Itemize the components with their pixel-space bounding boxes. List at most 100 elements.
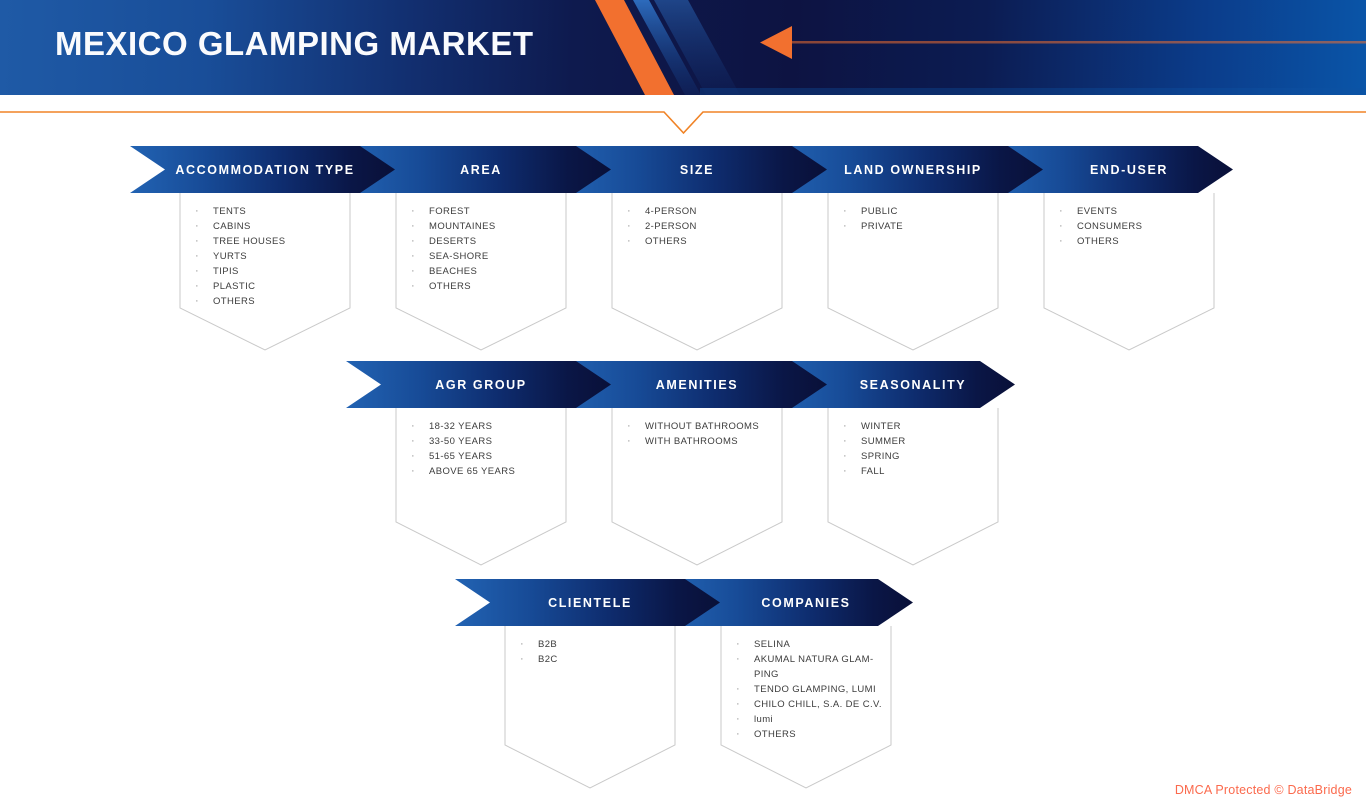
bullet-icon [180,249,213,264]
blue-streak [633,0,701,95]
list-item: 51-65 YEARS [396,449,566,464]
pennant-end-user [1043,193,1215,351]
bullet-icon [396,234,429,249]
bullet-icon [828,434,861,449]
list-item: SEA-SHORE [396,249,566,264]
bullet-icon [612,234,645,249]
category-list-accommodation-type: TENTSCABINSTREE HOUSESYURTSTIPISPLASTICO… [180,196,350,309]
list-item-label: DESERTS [429,236,477,247]
arrow-left-icon [760,26,792,59]
header-decor-stripes [595,0,1366,95]
list-item: WITHOUT BATHROOMS [612,419,782,434]
bullet-icon [396,219,429,234]
list-item-label: OTHERS [429,281,471,292]
list-item-label: MOUNTAINES [429,221,496,232]
bullet-icon [1044,219,1077,234]
pennant-amenities [611,408,783,566]
ribbon-end-user: END-USER [994,146,1233,193]
pennant-agr-group [395,408,567,566]
blue-streak [654,0,740,95]
bullet-icon [396,279,429,294]
list-item: AKUMAL NATURA GLAM- PING [721,652,891,682]
category-list-land-ownership: PUBLICPRIVATE [828,196,998,234]
list-item-label: YURTS [213,251,248,262]
arrow-tail-line [791,41,1366,44]
list-item: TENDO GLAMPING, LUMI [721,682,891,697]
bullet-icon [396,419,429,434]
category-list-end-user: EVENTS CONSUMERS OTHERS [1044,196,1214,249]
list-item: SUMMER [828,434,998,449]
bullet-icon [180,264,213,279]
list-item-label: WITH BATHROOMS [645,436,739,447]
list-item: WITH BATHROOMS [612,434,782,449]
bullet-icon [721,712,754,727]
bullet-icon [721,682,754,697]
list-item: SELINA [721,637,891,652]
list-item-label: CABINS [213,221,251,232]
pennant-seasonality [827,408,999,566]
bullet-icon [721,637,754,652]
list-item-label: TIPIS [213,266,239,277]
list-item: 33-50 YEARS [396,434,566,449]
bullet-icon [612,219,645,234]
list-item: CHILO CHILL, S.A. DE C.V. [721,697,891,712]
pennant-size [611,193,783,351]
list-item-label: CONSUMERS [1077,221,1143,232]
list-item-label: 33-50 YEARS [429,436,493,447]
category-title: CLIENTELE [548,595,632,610]
bullet-icon [180,234,213,249]
bullet-icon [721,727,754,742]
category-title: SEASONALITY [859,377,967,392]
list-item-label: OTHERS [1077,236,1119,247]
category-title: COMPANIES [761,595,851,610]
category-title: SIZE [679,162,715,177]
list-item: WINTER [828,419,998,434]
bullet-icon [828,464,861,479]
list-item-label: PLASTIC [213,281,256,292]
bullet-icon [612,204,645,219]
list-item: 2-PERSON [612,219,782,234]
category-list-size: 4-PERSON 2-PERSON OTHERS [612,196,782,249]
list-item: lumi [721,712,891,727]
list-item: YURTS [180,249,350,264]
list-item-label: EVENTS [1077,206,1118,217]
bullet-icon [396,434,429,449]
list-item: OTHERS [612,234,782,249]
list-item-label: 51-65 YEARS [429,451,493,462]
list-item: PRIVATE [828,219,998,234]
list-item: TREE HOUSES [180,234,350,249]
list-item-label: 4-PERSON [645,206,697,217]
bullet-icon [828,419,861,434]
list-item-label: FOREST [429,206,470,217]
bullet-icon [828,219,861,234]
list-item: B2C [505,652,675,667]
list-item: OTHERS [180,294,350,309]
bullet-icon [1044,234,1077,249]
list-item-label: OTHERS [645,236,687,247]
list-item-label: WINTER [861,421,901,432]
category-list-seasonality: WINTERSUMMERSPRINGFALL [828,411,998,479]
list-item: PLASTIC [180,279,350,294]
pennant-clientele [504,626,676,789]
list-item: CABINS [180,219,350,234]
bullet-icon [505,637,538,652]
list-item-label: WITHOUT BATHROOMS [645,421,760,432]
list-item-label: CHILO CHILL, S.A. DE C.V. [754,699,882,710]
list-item-label: TREE HOUSES [213,236,286,247]
category-list-clientele: B2BB2C [505,629,675,667]
list-item-label: 18-32 YEARS [429,421,493,432]
bullet-icon [180,204,213,219]
bullet-icon [828,204,861,219]
list-item-label: OTHERS [754,729,796,740]
list-item-label: 2-PERSON [645,221,697,232]
list-item: OTHERS [721,727,891,742]
bullet-icon [396,249,429,264]
list-item-label: AKUMAL NATURA GLAM- PING [754,654,874,680]
list-item: SPRING [828,449,998,464]
list-item-label: SUMMER [861,436,906,447]
bullet-icon [828,449,861,464]
ribbon-accommodation-type: ACCOMMODATION TYPE [130,146,395,193]
bullet-icon [612,419,645,434]
list-item: 4-PERSON [612,204,782,219]
